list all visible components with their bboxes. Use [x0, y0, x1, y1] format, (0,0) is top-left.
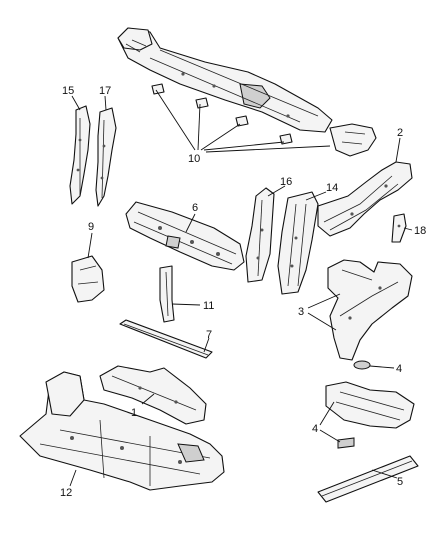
- part-3-wheelhouse-rail: [327, 259, 413, 361]
- callout-5: 5: [397, 476, 403, 488]
- callout-17: 17: [99, 85, 111, 97]
- callout-4-upper: 4: [396, 363, 402, 375]
- callout-16: 16: [280, 176, 292, 188]
- callout-7: 7: [206, 329, 212, 341]
- part-6-dash-panel: [125, 201, 245, 271]
- part-10-cowl-crossmember: [117, 27, 377, 157]
- callout-18: 18: [414, 225, 426, 237]
- part-16-a-pillar-inner: [245, 187, 275, 283]
- part-2-front-rail: [317, 161, 413, 237]
- callout-12: 12: [60, 487, 72, 499]
- callout-4-lower: 4: [312, 423, 318, 435]
- part-14-a-pillar-inner: [277, 191, 319, 295]
- part-12-floor-pan: [19, 371, 225, 491]
- leader-lines: [69, 89, 413, 487]
- part-18-bracket: [391, 213, 407, 243]
- callout-9: 9: [88, 221, 94, 233]
- callout-10: 10: [188, 153, 200, 165]
- part-4-plug-upper: [353, 360, 371, 370]
- callout-1: 1: [131, 407, 137, 419]
- callout-15: 15: [62, 85, 74, 97]
- callout-6: 6: [192, 202, 198, 214]
- part-17-pillar-reinforcement: [95, 107, 117, 207]
- part-11-brace: [159, 265, 175, 323]
- callout-11: 11: [203, 300, 214, 312]
- part-7-crossmember-bar: [119, 319, 213, 359]
- part-5-rocker-sill: [317, 455, 419, 503]
- callout-14: 14: [326, 182, 338, 194]
- callout-2: 2: [397, 127, 403, 139]
- callout-3: 3: [298, 306, 304, 318]
- part-15-pillar-reinforcement: [69, 105, 91, 205]
- callout-labels: 10 15 17 9 6 11 16 14 2 18 3 4 4 5 7 1 1…: [60, 85, 426, 499]
- part-4-floor-pan-section: [325, 381, 415, 449]
- part-9-kick-panel: [71, 255, 105, 303]
